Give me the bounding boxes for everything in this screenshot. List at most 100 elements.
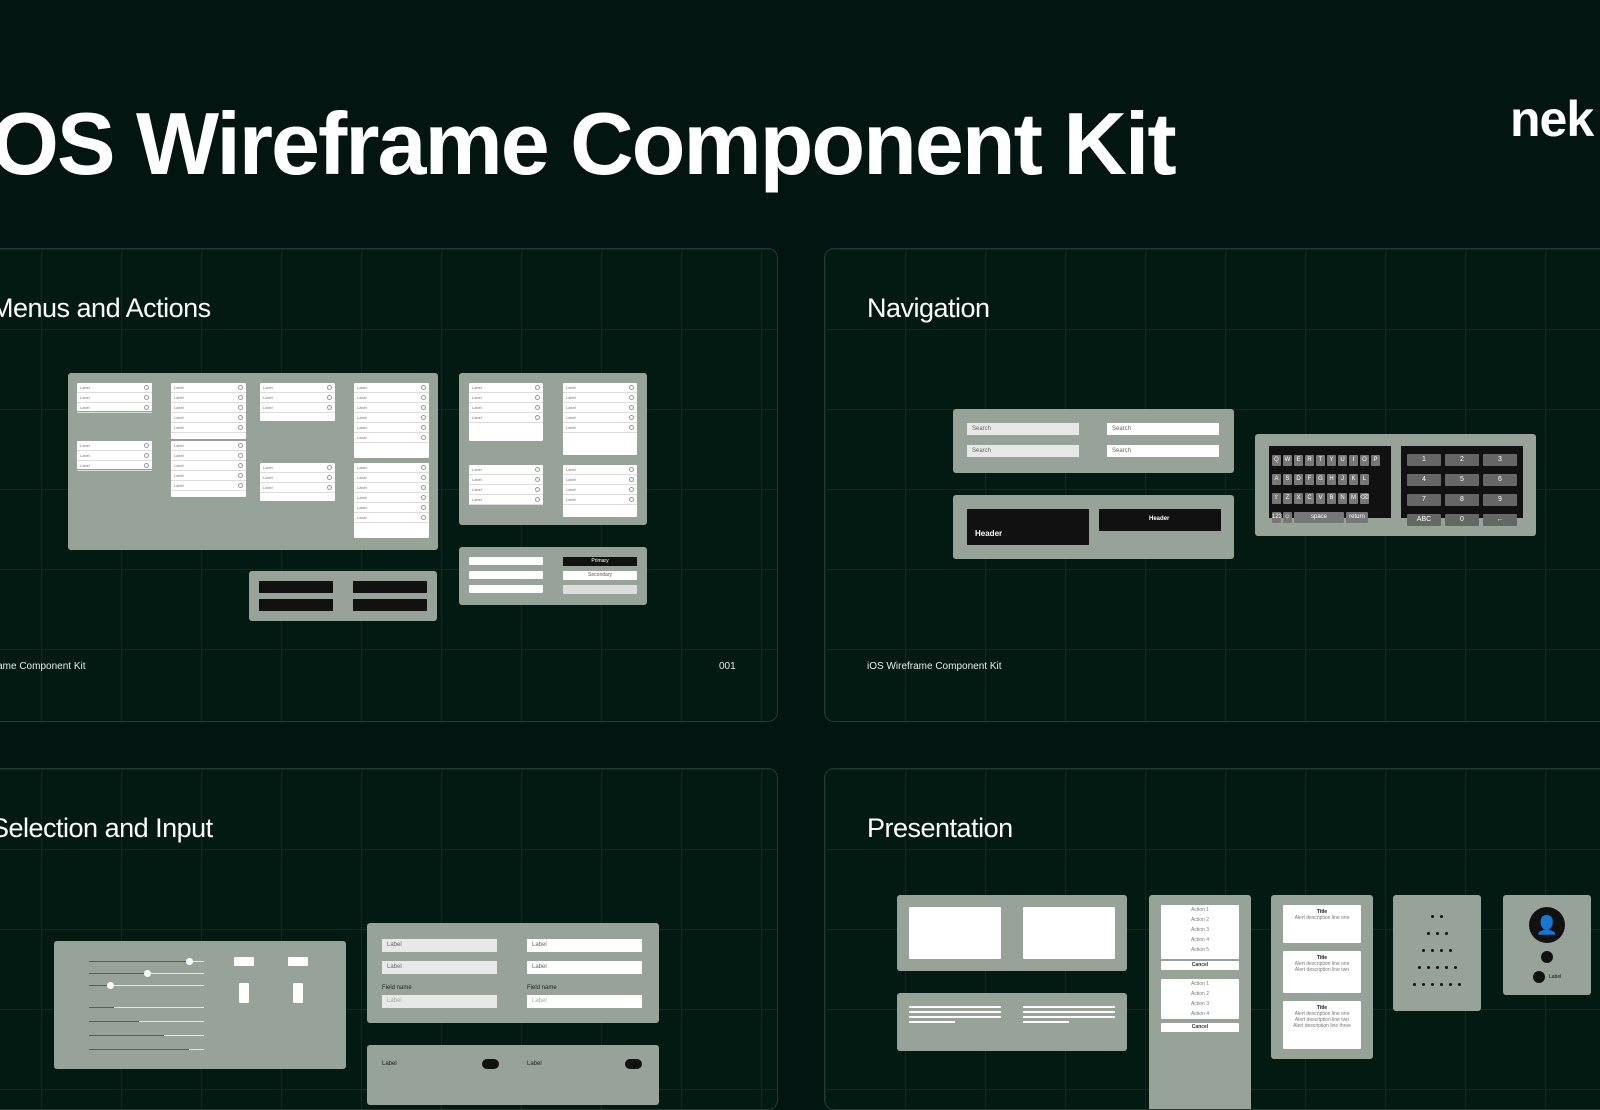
keyboard-key[interactable]: N — [1338, 493, 1347, 504]
menu-list[interactable]: Label Label Label Label Label Label — [354, 463, 429, 538]
keyboard-key[interactable]: J — [1338, 474, 1347, 485]
dropdown-menu[interactable]: Label Label Label Label — [563, 465, 637, 517]
numpad-key[interactable]: 4 — [1407, 474, 1441, 486]
slider[interactable] — [89, 982, 204, 989]
dropdown-menu[interactable]: Label Label Label Label Label — [563, 383, 637, 455]
menu-list[interactable]: Label Label Label — [260, 463, 335, 501]
menu-list[interactable]: Label Label Label Label Label — [171, 441, 246, 497]
numpad-key[interactable]: 0 — [1445, 514, 1479, 526]
slider[interactable] — [89, 1035, 204, 1036]
list-item[interactable]: Label — [77, 451, 152, 461]
list-item[interactable]: Label — [354, 393, 429, 403]
list-item[interactable]: Label — [469, 413, 543, 423]
stepper[interactable] — [293, 983, 303, 1003]
list-item[interactable]: Label — [171, 393, 246, 403]
action-item[interactable]: Action 2 — [1190, 917, 1210, 923]
action-bar[interactable] — [353, 581, 427, 593]
list-item[interactable]: Label — [354, 463, 429, 473]
numpad-key[interactable]: 5 — [1445, 474, 1479, 486]
cancel-button[interactable]: Cancel — [1161, 1023, 1239, 1032]
keyboard-key[interactable]: A — [1272, 474, 1281, 485]
list-item[interactable]: Label — [77, 383, 152, 393]
large-nav-bar[interactable]: Header — [967, 509, 1089, 545]
list-item[interactable]: Label — [563, 423, 637, 433]
keyboard-key[interactable]: Z — [1283, 493, 1292, 504]
slider[interactable] — [89, 970, 204, 977]
keyboard-key[interactable]: X — [1294, 493, 1303, 504]
list-item[interactable]: Label — [354, 513, 429, 523]
slider[interactable] — [89, 1021, 204, 1022]
avatar[interactable]: 👤 — [1529, 907, 1565, 943]
keyboard-key[interactable]: Y — [1327, 455, 1336, 466]
list-item[interactable]: Label — [77, 441, 152, 451]
list-item[interactable]: Label — [354, 413, 429, 423]
list-item[interactable]: Label — [563, 403, 637, 413]
keyboard-key[interactable]: ⇧ — [1272, 493, 1281, 504]
list-item[interactable]: Label — [171, 441, 246, 451]
dropdown-menu[interactable]: Label Label Label Label — [469, 465, 543, 505]
list-item[interactable]: Label — [77, 461, 152, 471]
action-bar[interactable] — [353, 599, 427, 611]
keyboard-key[interactable]: K — [1349, 474, 1358, 485]
list-item[interactable]: Label — [469, 475, 543, 485]
list-item[interactable]: Label — [354, 403, 429, 413]
text-field[interactable]: Label — [382, 939, 497, 952]
keyboard-key[interactable]: E — [1294, 455, 1303, 466]
menu-list[interactable]: Label Label Label Label Label — [171, 383, 246, 439]
slider[interactable] — [89, 1049, 204, 1050]
numpad-key[interactable]: 2 — [1445, 454, 1479, 466]
keyboard-key[interactable]: C — [1305, 493, 1314, 504]
search-input[interactable]: Search — [1107, 423, 1219, 435]
primary-button[interactable]: Primary — [563, 557, 637, 566]
list-item[interactable]: Label — [354, 483, 429, 493]
alert-dialog[interactable]: Title Alert description line one Alert d… — [1283, 951, 1361, 993]
numpad-key[interactable]: 3 — [1483, 454, 1517, 466]
list-item[interactable]: Label — [469, 393, 543, 403]
list-item[interactable]: Label — [469, 383, 543, 393]
list-item[interactable]: Label — [469, 495, 543, 505]
card-presentation[interactable]: Presentation Action 1 Action 2 Action 3 … — [824, 768, 1600, 1110]
numpad-key[interactable]: ← — [1483, 514, 1517, 526]
list-item[interactable]: Label — [260, 393, 335, 403]
list-item[interactable]: Label — [563, 465, 637, 475]
keyboard-key[interactable]: B — [1327, 493, 1336, 504]
card-menus-and-actions[interactable]: Menus and Actions Label Label Label Labe… — [0, 248, 778, 722]
action-item[interactable]: Action 5 — [1190, 947, 1210, 953]
keyboard-key[interactable]: D — [1294, 474, 1303, 485]
alert-dialog[interactable]: Title Alert description line one Alert d… — [1283, 1001, 1361, 1049]
text-field[interactable]: Label — [382, 995, 497, 1008]
segmented-control[interactable] — [469, 557, 543, 565]
action-sheet[interactable]: Action 1 Action 2 Action 3 Action 4 Acti… — [1161, 905, 1239, 959]
keyboard-key[interactable]: space — [1294, 512, 1344, 523]
action-item[interactable]: Action 2 — [1190, 991, 1210, 997]
list-item[interactable]: Label — [563, 475, 637, 485]
keyboard-key[interactable]: T — [1316, 455, 1325, 466]
cancel-button[interactable]: Cancel — [1161, 961, 1239, 970]
list-item[interactable]: Label — [171, 451, 246, 461]
text-field[interactable]: Label — [527, 939, 642, 952]
numpad-key[interactable]: 8 — [1445, 494, 1479, 506]
avatar[interactable] — [1541, 951, 1553, 963]
disabled-button[interactable] — [563, 585, 637, 594]
keyboard-key[interactable]: F — [1305, 474, 1314, 485]
action-sheet[interactable]: Action 1 Action 2 Action 3 Action 4 — [1161, 979, 1239, 1019]
text-field[interactable]: Label — [382, 961, 497, 974]
keyboard-key[interactable]: Q — [1272, 455, 1281, 466]
list-item[interactable]: Label — [77, 403, 152, 413]
keyboard-key[interactable]: L — [1360, 474, 1369, 485]
list-item[interactable]: Label — [354, 383, 429, 393]
list-item[interactable]: Label — [354, 503, 429, 513]
list-item[interactable]: Label — [469, 485, 543, 495]
list-item[interactable]: Label — [260, 473, 335, 483]
list-item[interactable]: Label — [469, 403, 543, 413]
list-item[interactable]: Label — [260, 463, 335, 473]
keyboard-key[interactable]: G — [1316, 474, 1325, 485]
keyboard-key[interactable]: W — [1283, 455, 1292, 466]
numpad-key[interactable]: 9 — [1483, 494, 1517, 506]
list-item[interactable]: Label — [563, 495, 637, 505]
list-item[interactable]: Label — [563, 413, 637, 423]
numpad-key[interactable]: 6 — [1483, 474, 1517, 486]
list-item[interactable]: Label — [563, 485, 637, 495]
keyboard-key[interactable]: I — [1349, 455, 1358, 466]
